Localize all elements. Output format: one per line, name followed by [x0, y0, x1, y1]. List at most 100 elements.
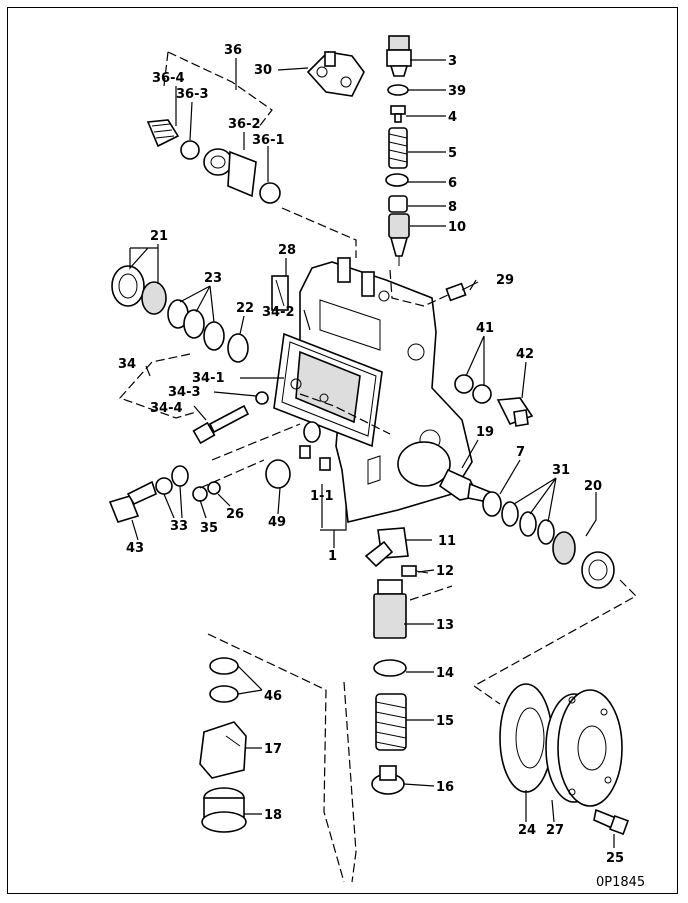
label-4: 4	[448, 110, 457, 125]
part-18-cap	[201, 787, 247, 833]
part-46-shim-b	[209, 685, 239, 703]
part-26-washer	[207, 481, 221, 495]
label-5: 5	[448, 146, 457, 161]
label-12: 12	[436, 564, 454, 579]
part-31-shims	[501, 501, 555, 545]
part-35-nut	[192, 486, 208, 502]
part-17-block	[199, 721, 247, 779]
label-27: 27	[546, 823, 564, 838]
label-35: 35	[200, 521, 218, 536]
part-5-spring	[388, 127, 408, 169]
part-14-washer	[373, 659, 407, 677]
part-36-1-washer	[259, 182, 281, 204]
label-24: 24	[518, 823, 536, 838]
part-3-valve-holder	[386, 35, 412, 77]
part-1-1-studs	[299, 421, 331, 471]
part-8-valve-seat	[388, 195, 408, 213]
part-7-washer	[482, 491, 502, 517]
label-20: 20	[584, 479, 602, 494]
part-21-bearing	[111, 265, 167, 315]
label-49: 49	[268, 515, 286, 530]
label-34-4: 34-4	[150, 401, 183, 416]
part-6-gasket	[385, 173, 409, 187]
label-1-1: 1-1	[310, 489, 334, 504]
drawing-frame	[7, 7, 678, 894]
part-25-bolt	[593, 808, 629, 835]
label-13: 13	[436, 618, 454, 633]
label-34-2: 34-2	[262, 305, 295, 320]
part-1-top-fittings	[337, 257, 375, 297]
part-39-o-ring	[387, 84, 409, 96]
part-23-shims	[167, 299, 225, 351]
label-41: 41	[476, 321, 494, 336]
label-15: 15	[436, 714, 454, 729]
part-30-clamp	[306, 51, 365, 97]
label-1: 1	[328, 549, 337, 564]
label-26: 26	[226, 507, 244, 522]
part-49-o-ring	[265, 459, 291, 489]
part-24-gasket	[499, 683, 553, 793]
part-41-washer-b	[472, 384, 492, 404]
label-31: 31	[552, 463, 570, 478]
label-34-3: 34-3	[168, 385, 201, 400]
label-10: 10	[448, 220, 466, 235]
part-36-4-plug	[146, 119, 180, 148]
label-29: 29	[496, 273, 514, 288]
leader-lines	[129, 58, 615, 848]
label-25: 25	[606, 851, 624, 866]
part-22-washer	[227, 333, 249, 363]
label-3: 3	[448, 54, 457, 69]
part-33-washer-b	[171, 465, 189, 487]
drawing-code: 0P1845	[596, 875, 645, 890]
part-34-3-washer	[255, 391, 269, 405]
part-34-cover-plate	[273, 332, 383, 448]
part-42-banjo-bolt	[496, 397, 534, 427]
label-43: 43	[126, 541, 144, 556]
part-4-valve	[390, 105, 406, 123]
label-39: 39	[448, 84, 466, 99]
label-36-2: 36-2	[228, 117, 261, 132]
part-16-seat	[371, 765, 405, 795]
label-6: 6	[448, 176, 457, 191]
label-34-1: 34-1	[192, 371, 225, 386]
part-15-spring	[375, 693, 407, 751]
part-46-shim-a	[209, 657, 239, 675]
part-36-2-sleeve	[203, 148, 257, 198]
label-19: 19	[476, 425, 494, 440]
part-36-3-ring	[180, 140, 200, 160]
label-36-1: 36-1	[252, 133, 285, 148]
label-17: 17	[264, 742, 282, 757]
label-28: 28	[278, 243, 296, 258]
label-36-3: 36-3	[176, 87, 209, 102]
label-23: 23	[204, 271, 222, 286]
label-46: 46	[264, 689, 282, 704]
label-42: 42	[516, 347, 534, 362]
part-10-barrel	[388, 213, 410, 266]
label-36: 36	[224, 43, 242, 58]
label-18: 18	[264, 808, 282, 823]
part-34-4-bolt	[192, 404, 250, 445]
label-34: 34	[118, 357, 136, 372]
dashed-group-lines	[118, 51, 637, 883]
label-8: 8	[448, 200, 457, 215]
label-21: 21	[150, 229, 168, 244]
label-33: 33	[170, 519, 188, 534]
part-33-washer-a	[155, 477, 173, 495]
label-11: 11	[438, 534, 456, 549]
part-11-clamp	[364, 527, 409, 568]
part-labels: 3 39 4 5 6 8 10 30 36 36-4 36-3 36-2 36-…	[118, 43, 645, 890]
part-27-flange	[545, 689, 623, 807]
part-28-bracket	[271, 275, 289, 311]
part-43-banjo-bolt	[108, 480, 157, 523]
part-41-washer-a	[454, 374, 474, 394]
label-22: 22	[236, 301, 254, 316]
label-7: 7	[516, 445, 525, 460]
part-29-screw	[445, 281, 479, 302]
label-36-4: 36-4	[152, 71, 185, 86]
part-13-sleeve	[373, 579, 407, 639]
label-30: 30	[254, 63, 272, 78]
label-14: 14	[436, 666, 454, 681]
part-20-bearing	[552, 531, 615, 589]
part-19-drive-shaft	[397, 441, 491, 503]
